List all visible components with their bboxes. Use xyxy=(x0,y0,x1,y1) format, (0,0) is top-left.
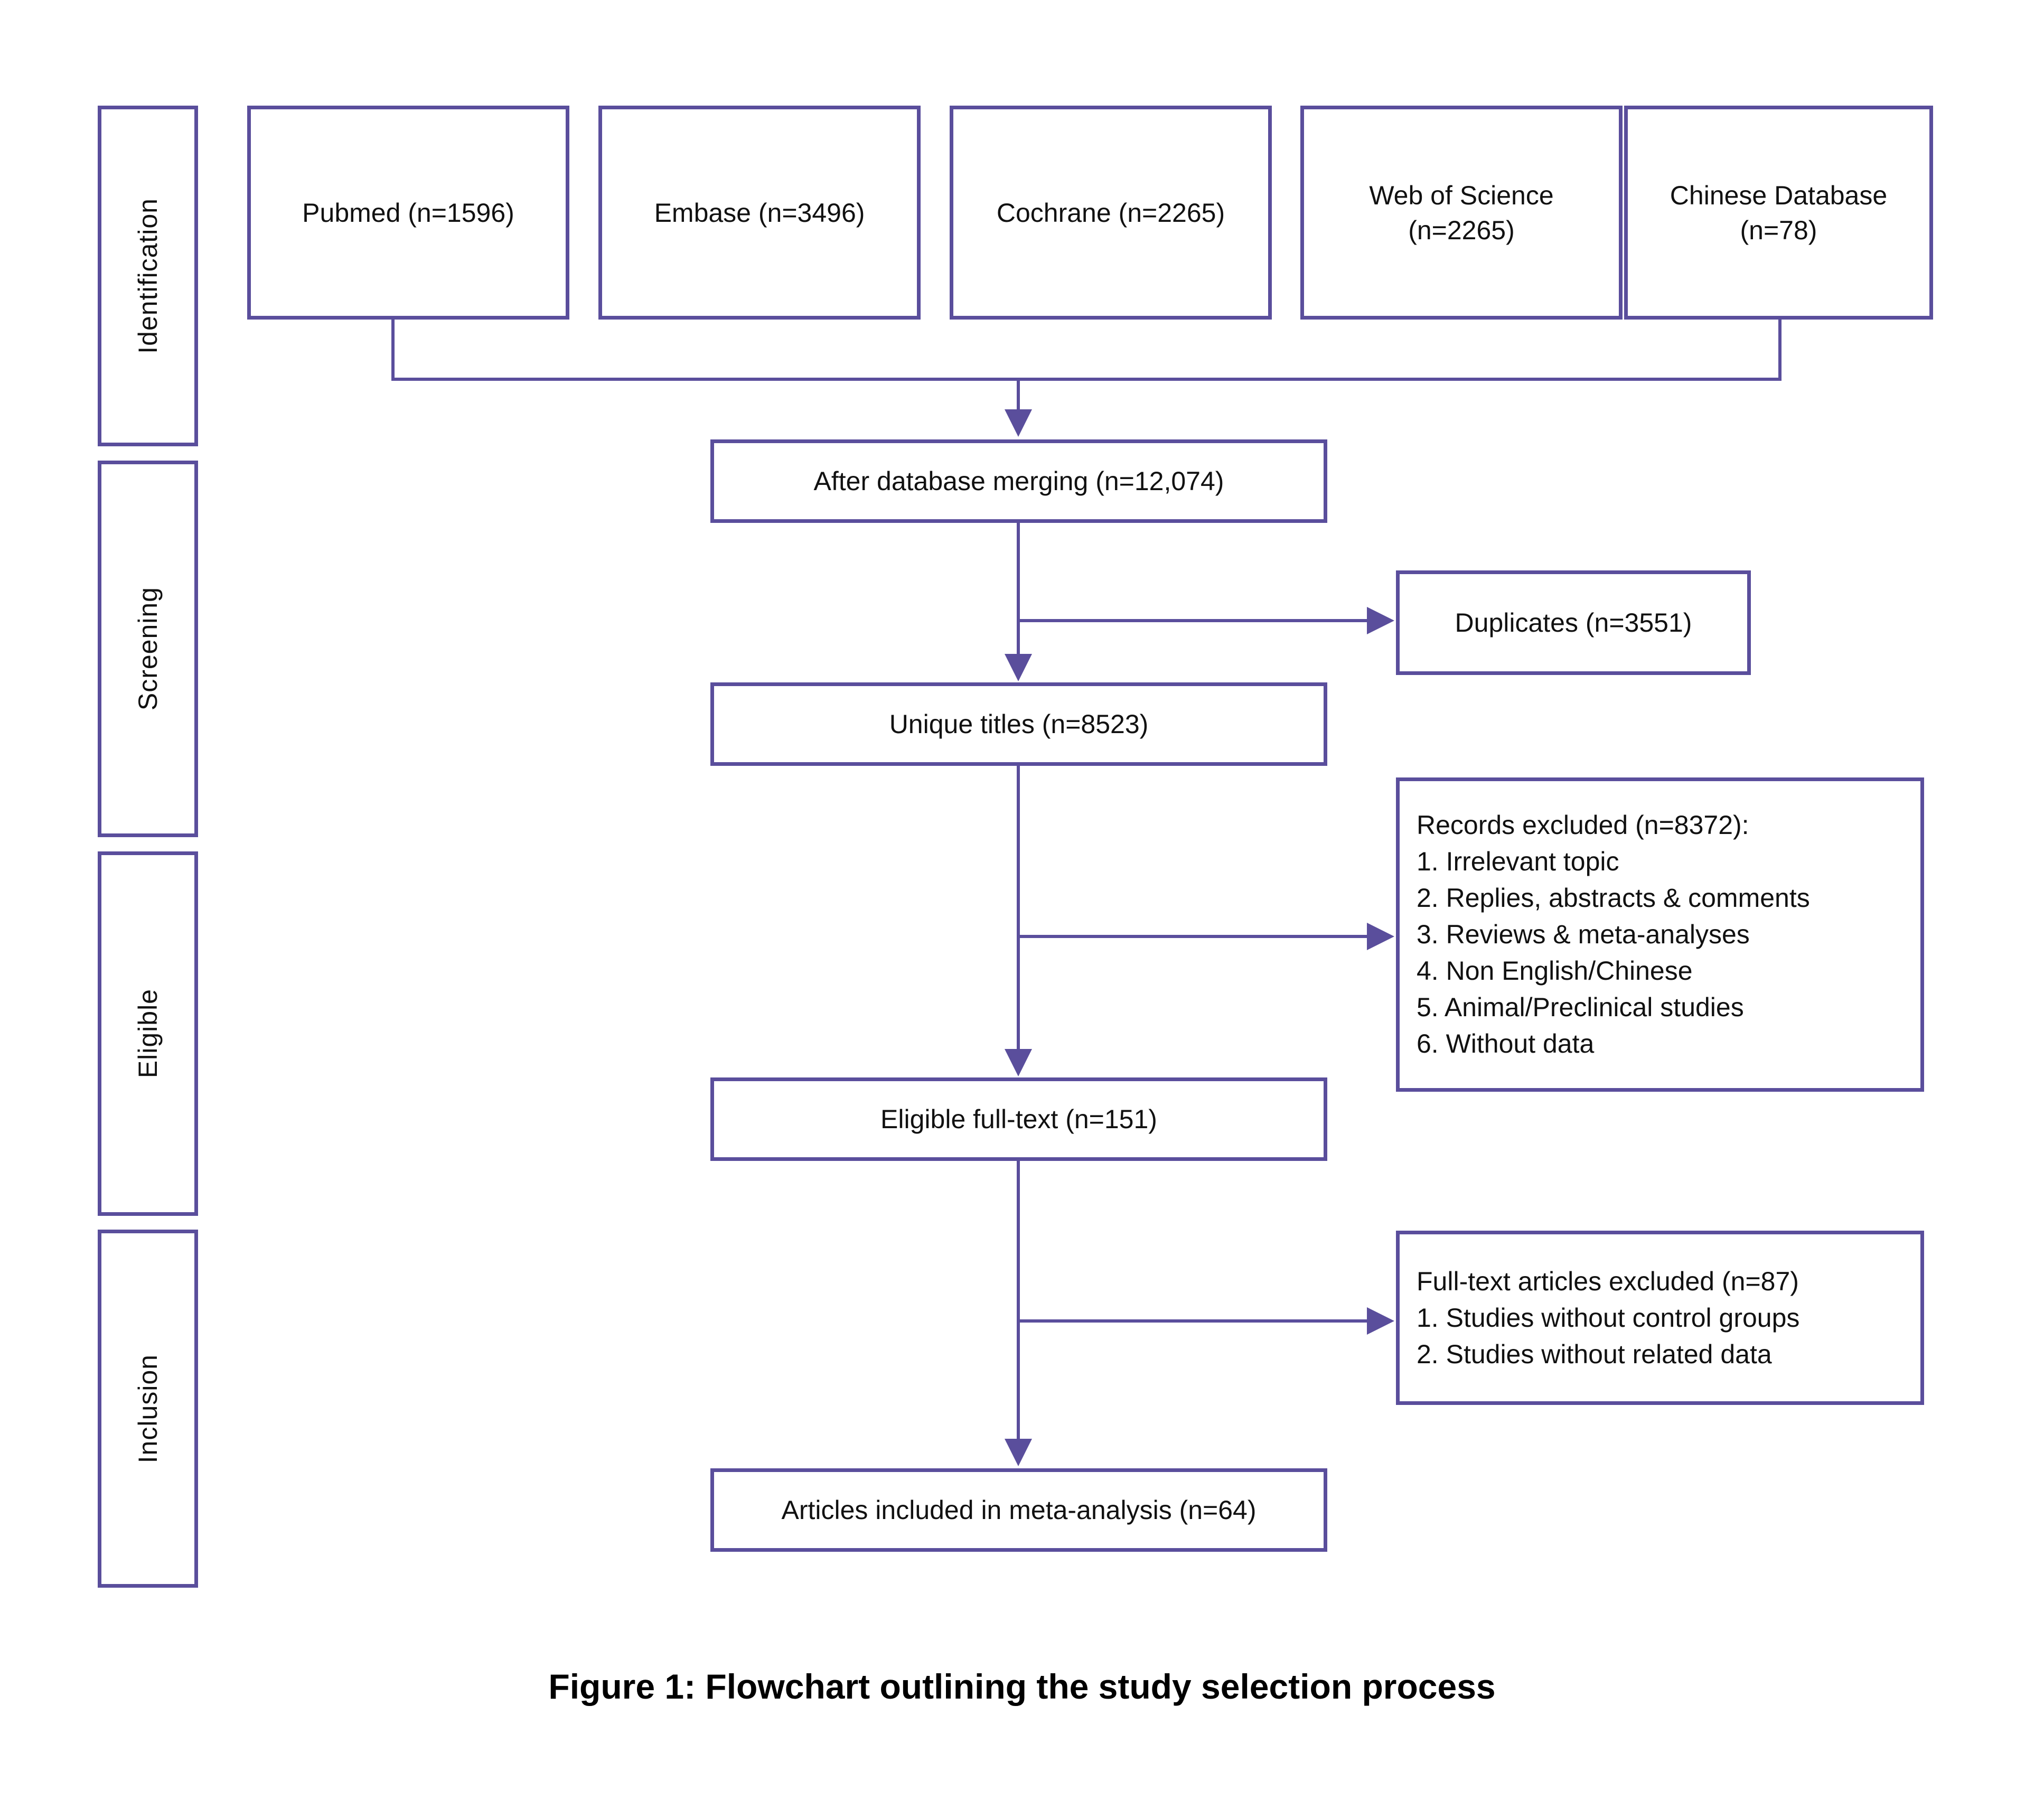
arrow-down-to-articles-included xyxy=(1005,1439,1032,1466)
connector-merged-to-duplicates xyxy=(1017,619,1368,622)
fulltext-excluded-item-2: 2. Studies without related data xyxy=(1417,1339,1772,1369)
flow-box-articles-included: Articles included in meta-analysis (n=64… xyxy=(710,1468,1327,1552)
fulltext-excluded-heading: Full-text articles excluded (n=87) xyxy=(1417,1266,1799,1296)
connector-merged-down xyxy=(1017,523,1020,655)
stage-box-identification: Identification xyxy=(98,106,198,446)
flow-label-unique-titles: Unique titles (n=8523) xyxy=(889,709,1149,739)
figure-caption: Figure 1: Flowchart outlining the study … xyxy=(548,1667,1496,1706)
records-excluded-item-1: 1. Irrelevant topic xyxy=(1417,847,1619,876)
records-excluded-item-6: 6. Without data xyxy=(1417,1029,1595,1058)
arrow-down-to-merged xyxy=(1005,409,1032,437)
source-box-chinese-database: Chinese Database (n=78) xyxy=(1624,106,1933,320)
flow-label-eligible-fulltext: Eligible full-text (n=151) xyxy=(880,1104,1157,1134)
connector-to-merged xyxy=(1017,378,1020,410)
exclusion-label-duplicates: Duplicates (n=3551) xyxy=(1455,608,1692,638)
source-label-web-of-science: Web of Science (n=2265) xyxy=(1369,178,1553,248)
arrow-right-to-fulltext-excluded xyxy=(1367,1307,1394,1335)
connector-unique-to-records-excluded xyxy=(1017,935,1368,938)
connector-drop-chinese xyxy=(1778,320,1782,380)
source-label-pubmed: Pubmed (n=1596) xyxy=(302,198,514,228)
exclusion-box-fulltext-excluded: Full-text articles excluded (n=87) 1. St… xyxy=(1396,1231,1924,1405)
fulltext-excluded-list: Full-text articles excluded (n=87) 1. St… xyxy=(1417,1264,1904,1372)
flow-label-after-database-merging: After database merging (n=12,074) xyxy=(813,466,1224,496)
flow-box-unique-titles: Unique titles (n=8523) xyxy=(710,682,1327,766)
connector-unique-down xyxy=(1017,766,1020,1050)
flow-box-after-database-merging: After database merging (n=12,074) xyxy=(710,439,1327,523)
connector-eligible-to-fulltext-excluded xyxy=(1017,1319,1368,1323)
source-box-pubmed: Pubmed (n=1596) xyxy=(247,106,569,320)
source-label-chinese-database-line2: (n=78) xyxy=(1740,215,1817,245)
stage-box-eligible: Eligible xyxy=(98,851,198,1216)
arrow-down-to-eligible-fulltext xyxy=(1005,1049,1032,1076)
source-label-web-of-science-line1: Web of Science xyxy=(1369,180,1554,210)
stage-label-eligible: Eligible xyxy=(133,989,163,1079)
connector-eligible-down xyxy=(1017,1161,1020,1440)
stage-box-screening: Screening xyxy=(98,461,198,837)
records-excluded-item-5: 5. Animal/Preclinical studies xyxy=(1417,992,1744,1022)
arrow-down-to-unique-titles xyxy=(1005,654,1032,681)
records-excluded-item-2: 2. Replies, abstracts & comments xyxy=(1417,883,1810,913)
arrow-right-to-duplicates xyxy=(1367,607,1394,634)
stage-label-identification: Identification xyxy=(133,198,163,354)
records-excluded-list: Records excluded (n=8372): 1. Irrelevant… xyxy=(1417,808,1904,1061)
source-label-chinese-database: Chinese Database (n=78) xyxy=(1670,178,1887,248)
records-excluded-item-4: 4. Non English/Chinese xyxy=(1417,956,1693,986)
arrow-right-to-records-excluded xyxy=(1367,923,1394,950)
source-box-embase: Embase (n=3496) xyxy=(598,106,921,320)
exclusion-box-duplicates: Duplicates (n=3551) xyxy=(1396,570,1751,675)
exclusion-box-records-excluded: Records excluded (n=8372): 1. Irrelevant… xyxy=(1396,777,1924,1092)
connector-drop-pubmed xyxy=(391,320,395,380)
flow-box-eligible-fulltext: Eligible full-text (n=151) xyxy=(710,1077,1327,1161)
fulltext-excluded-item-1: 1. Studies without control groups xyxy=(1417,1302,1800,1333)
source-label-web-of-science-line2: (n=2265) xyxy=(1408,215,1515,245)
connector-collector-bar xyxy=(391,378,1782,381)
source-box-web-of-science: Web of Science (n=2265) xyxy=(1300,106,1623,320)
records-excluded-item-3: 3. Reviews & meta-analyses xyxy=(1417,920,1750,949)
stage-box-inclusion: Inclusion xyxy=(98,1230,198,1588)
source-box-cochrane: Cochrane (n=2265) xyxy=(950,106,1272,320)
stage-label-screening: Screening xyxy=(133,587,163,711)
flow-label-articles-included: Articles included in meta-analysis (n=64… xyxy=(781,1495,1257,1525)
stage-label-inclusion: Inclusion xyxy=(133,1354,163,1464)
source-label-cochrane: Cochrane (n=2265) xyxy=(996,198,1225,228)
source-label-chinese-database-line1: Chinese Database xyxy=(1670,180,1888,210)
source-label-embase: Embase (n=3496) xyxy=(654,198,865,228)
records-excluded-heading: Records excluded (n=8372): xyxy=(1417,810,1749,840)
